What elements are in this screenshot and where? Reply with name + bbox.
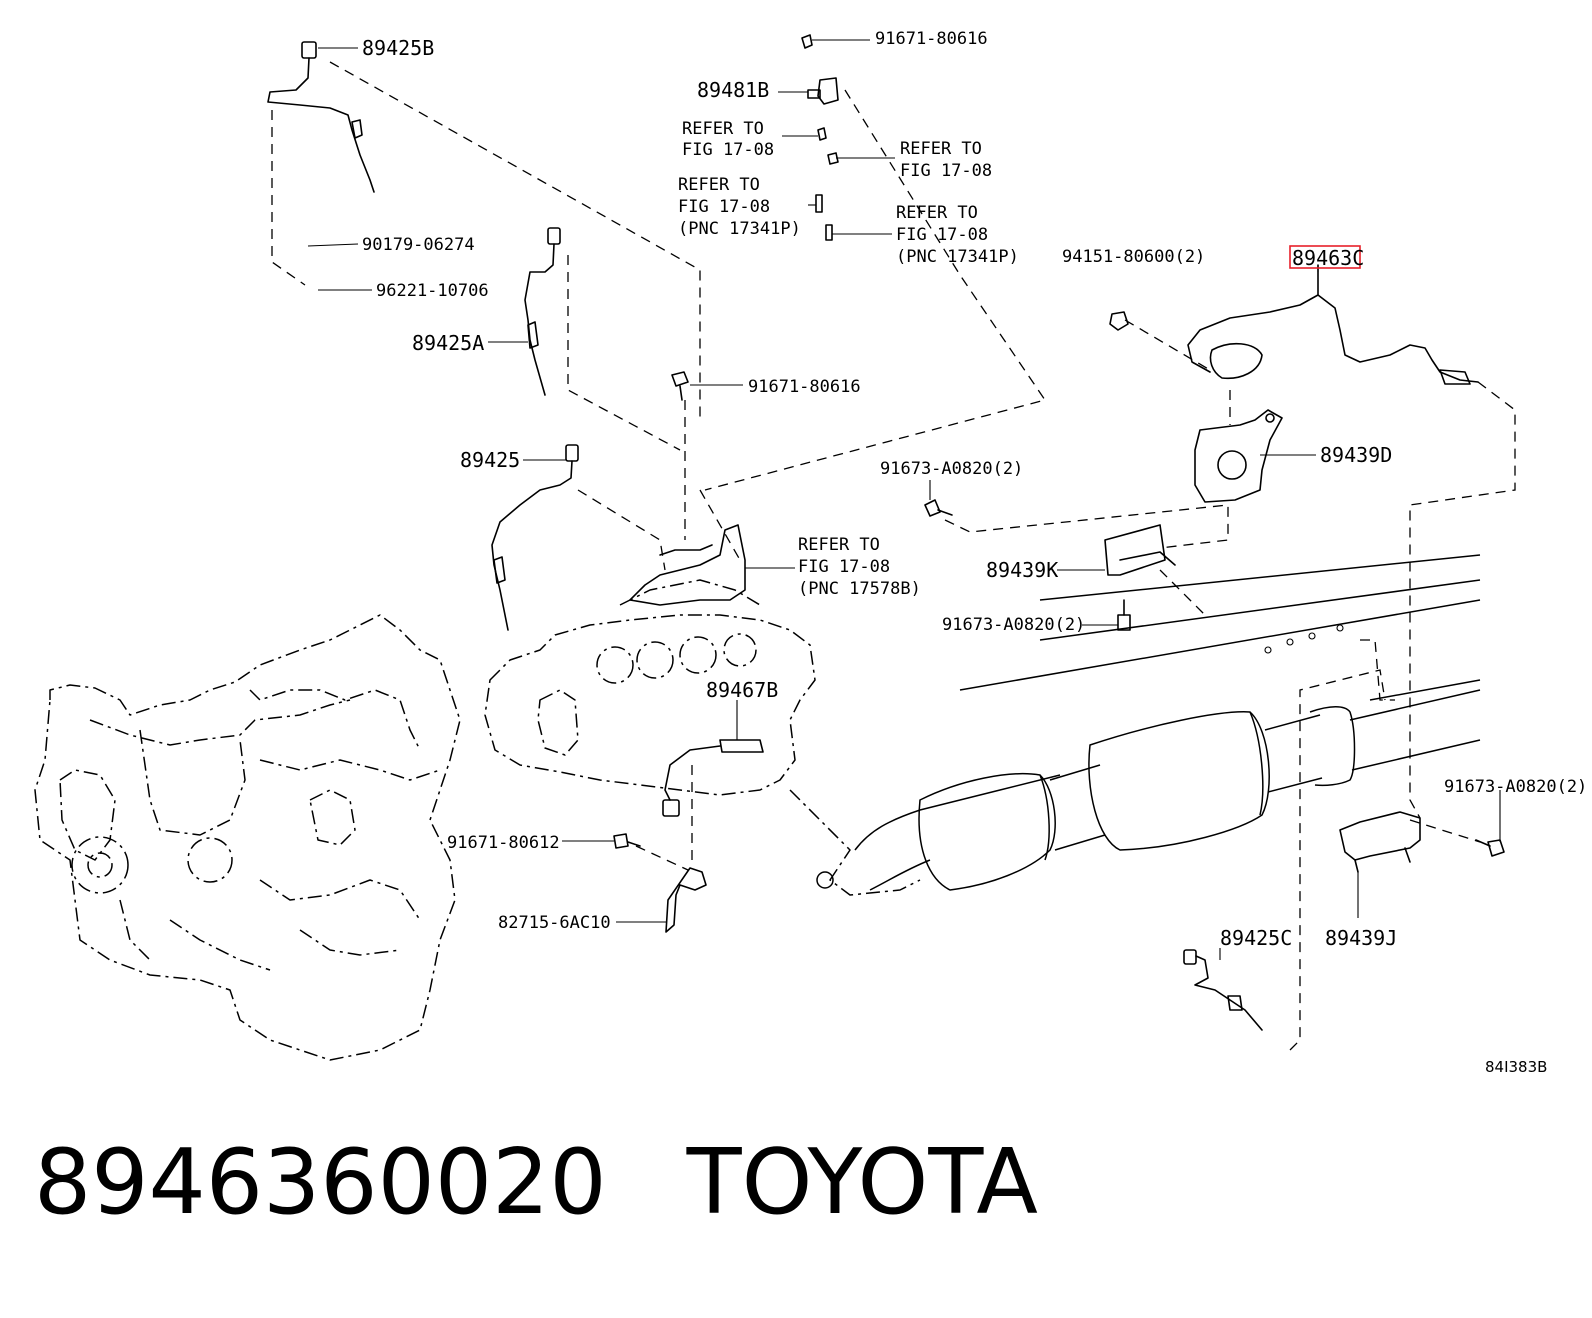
ref2-line1: REFER TO [900, 139, 982, 159]
label-89467B[interactable]: 89467B [706, 678, 778, 702]
label-89439K[interactable]: 89439K [986, 558, 1058, 582]
sensor-89481B[interactable] [801, 34, 839, 241]
label-82715-6AC10[interactable]: 82715-6AC10 [498, 913, 611, 933]
sensor-89425A[interactable] [524, 227, 561, 396]
bracket-82715-6AC10[interactable] [665, 867, 707, 933]
label-91671-80616-top[interactable]: 91671-80616 [875, 29, 988, 49]
label-91671-80612[interactable]: 91671-80612 [447, 833, 560, 853]
ref4-line1: REFER TO [896, 203, 978, 223]
ref2-line2: FIG 17-08 [900, 161, 992, 181]
ref1-line1: REFER TO [682, 119, 764, 139]
sensor-89463C[interactable] [1187, 264, 1479, 385]
label-91673-A0820-a[interactable]: 91673-A0820(2) [880, 459, 1023, 479]
leader-lines [307, 39, 1501, 960]
bolt-91673-A0820-b[interactable] [1117, 599, 1131, 631]
vehicle-frame [959, 554, 1481, 701]
label-91673-A0820-b[interactable]: 91673-A0820(2) [942, 615, 1085, 635]
sensor-89425[interactable] [491, 444, 579, 631]
bracket-89439K[interactable] [1104, 524, 1176, 576]
label-89439J[interactable]: 89439J [1325, 926, 1397, 950]
ref4-line3: (PNC 17341P) [896, 247, 1019, 267]
sensor-89425B[interactable] [267, 41, 375, 193]
label-89425B[interactable]: 89425B [362, 36, 434, 60]
ref5-line1: REFER TO [798, 535, 880, 555]
sensor-89467B[interactable] [662, 739, 764, 817]
label-89425A[interactable]: 89425A [412, 331, 484, 355]
ref1-line2: FIG 17-08 [682, 140, 774, 160]
bolt-91673-A0820-c[interactable] [1475, 839, 1505, 857]
ref3-line3: (PNC 17341P) [678, 219, 801, 239]
label-89481B[interactable]: 89481B [697, 78, 769, 102]
exhaust-pipe [816, 689, 1481, 891]
image-code: 84I383B [1485, 1058, 1547, 1076]
part-labels: 89425B 91671-80616 89481B REFER TO FIG 1… [362, 29, 1587, 1076]
label-94151-80600[interactable]: 94151-80600(2) [1062, 247, 1205, 267]
diagram-canvas: 89425B 91671-80616 89481B REFER TO FIG 1… [34, 29, 1587, 1076]
exhaust-manifold [484, 524, 921, 896]
footer-part-number: 8946360020 [34, 1130, 607, 1235]
ref5-line3: (PNC 17578B) [798, 579, 921, 599]
label-89425[interactable]: 89425 [460, 448, 520, 472]
label-96221-10706[interactable]: 96221-10706 [376, 281, 489, 301]
label-90179-06274[interactable]: 90179-06274 [362, 235, 475, 255]
engine-block [34, 614, 461, 1061]
bolt-91671-80616[interactable] [671, 371, 689, 401]
label-89463C[interactable]: 89463C [1292, 246, 1364, 270]
bolt-91673-A0820-a[interactable] [924, 499, 953, 517]
bracket-89439D[interactable] [1194, 409, 1283, 503]
ref4-line2: FIG 17-08 [896, 225, 988, 245]
label-91671-80616-mid[interactable]: 91671-80616 [748, 377, 861, 397]
ref5-line2: FIG 17-08 [798, 557, 890, 577]
highlight-box-89463C [1289, 245, 1361, 269]
sensor-89425C[interactable] [1183, 949, 1263, 1031]
ref3-line1: REFER TO [678, 175, 760, 195]
label-89425C[interactable]: 89425C [1220, 926, 1292, 950]
bolt-91671-80612[interactable] [613, 833, 641, 849]
bracket-89439J[interactable] [1339, 811, 1421, 873]
label-91673-A0820-c[interactable]: 91673-A0820(2) [1444, 777, 1587, 797]
label-89439D[interactable]: 89439D [1320, 443, 1392, 467]
footer-brand: TOYOTA [686, 1130, 1038, 1235]
ref3-line2: FIG 17-08 [678, 197, 770, 217]
nut-94151-80600[interactable] [1109, 311, 1129, 331]
assembly-lines [271, 61, 1516, 1051]
